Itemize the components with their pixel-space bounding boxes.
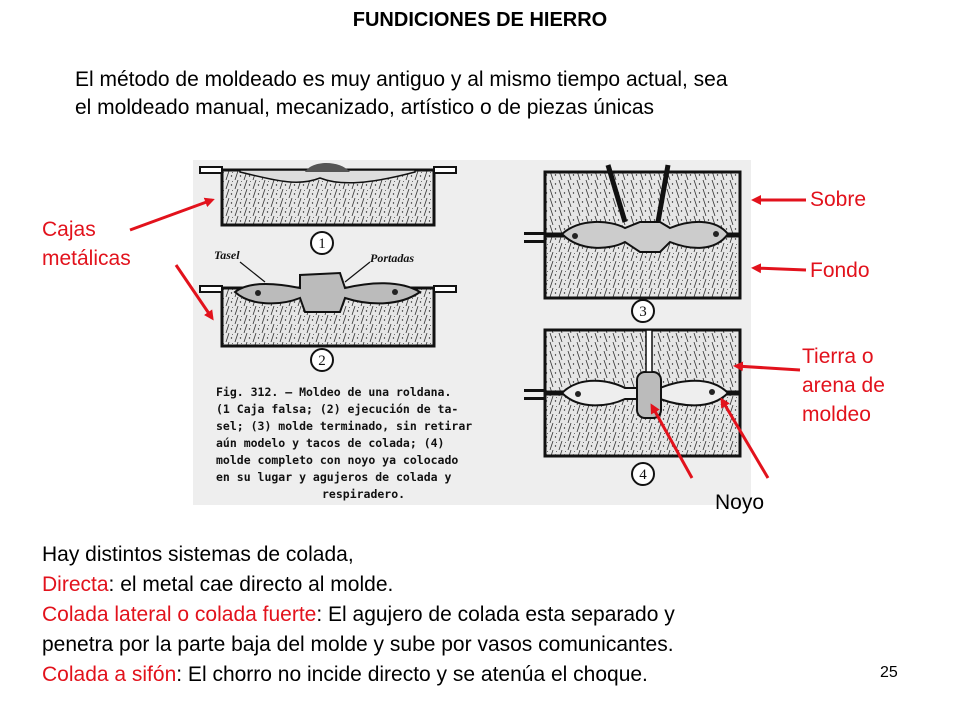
step-4-badge: 4: [631, 462, 655, 486]
arrow-fondo: [751, 263, 807, 274]
caption-line: molde completo con noyo ya colocado: [216, 453, 458, 467]
svg-text:3: 3: [639, 304, 647, 320]
label-tierra-line: arena de: [802, 374, 885, 397]
page-number: 25: [880, 664, 898, 681]
label-noyo: Noyo: [715, 491, 765, 514]
desc-lateral: : El agujero de colada esta separado y: [316, 603, 675, 626]
slide-title: FUNDICIONES DE HIERRO: [352, 9, 608, 31]
arrow-noyo-left: [650, 403, 694, 479]
step-1-badge: 1: [310, 231, 334, 255]
label-fondo: Fondo: [810, 259, 870, 282]
label-tasel: Tasel: [214, 248, 240, 262]
caption-line: respiradero.: [322, 487, 405, 501]
arrow-tierra: [733, 361, 801, 372]
label-portadas: Portadas: [370, 251, 414, 265]
intro-paragraph: El método de moldeado es muy antiguo y a…: [75, 66, 935, 122]
step-3-badge: 3: [631, 299, 655, 323]
arrow-cajas-bottom: [174, 264, 214, 321]
colada-systems-text: Hay distintos sistemas de colada, Direct…: [42, 540, 892, 690]
body-line: penetra por la parte baja del molde y su…: [42, 633, 674, 656]
caption-line: (1 Caja falsa; (2) ejecución de ta-: [216, 402, 458, 416]
body-line-directa: Directa: el metal cae directo al molde.: [42, 570, 892, 600]
caption-line: Fig. 312. — Moldeo de una roldana.: [216, 385, 451, 399]
caption-line: aún modelo y tacos de colada; (4): [216, 436, 444, 450]
intro-line-1: El método de moldeado es muy antiguo y a…: [75, 68, 728, 91]
label-sobre: Sobre: [810, 188, 867, 211]
svg-text:4: 4: [639, 467, 647, 483]
term-directa: Directa: [42, 573, 109, 596]
term-lateral: Colada lateral o colada fuerte: [42, 603, 317, 626]
figure-caption: Fig. 312. — Moldeo de una roldana. (1 Ca…: [216, 385, 472, 501]
label-cajas-metalicas: Cajas metálicas: [42, 215, 131, 273]
svg-text:2: 2: [318, 353, 326, 369]
label-tierra-line: Tierra o: [802, 345, 874, 368]
label-cajas-line: metálicas: [42, 247, 131, 270]
body-line-lateral: Colada lateral o colada fuerte: El aguje…: [42, 600, 892, 630]
body-line-sifon: Colada a sifón: El chorro no incide dire…: [42, 660, 892, 690]
svg-text:1: 1: [318, 236, 326, 252]
arrow-noyo-right: [720, 397, 770, 479]
term-sifon: Colada a sifón: [42, 663, 177, 686]
label-cajas-line: Cajas: [42, 218, 96, 241]
noyo-core: [636, 371, 662, 419]
stage-1-mold: [199, 163, 457, 227]
label-tierra-arena: Tierra o arena de moldeo: [802, 342, 885, 429]
step-2-badge: 2: [310, 348, 334, 372]
arrow-cajas-top: [129, 197, 215, 232]
stage-3-mold: [524, 164, 742, 300]
intro-line-2: el moldeado manual, mecanizado, artístic…: [75, 96, 654, 119]
label-tierra-line: moldeo: [802, 403, 871, 426]
caption-line: sel; (3) molde terminado, sin retirar: [216, 419, 472, 433]
stage-4-mold: [524, 328, 742, 458]
desc-directa: : el metal cae directo al molde.: [108, 573, 394, 596]
body-line: Hay distintos sistemas de colada,: [42, 543, 354, 566]
caption-line: en su lugar y agujeros de colada y: [216, 470, 451, 484]
desc-sifon: : El chorro no incide directo y se atenú…: [176, 663, 648, 686]
stage-2-mold: [199, 271, 457, 348]
